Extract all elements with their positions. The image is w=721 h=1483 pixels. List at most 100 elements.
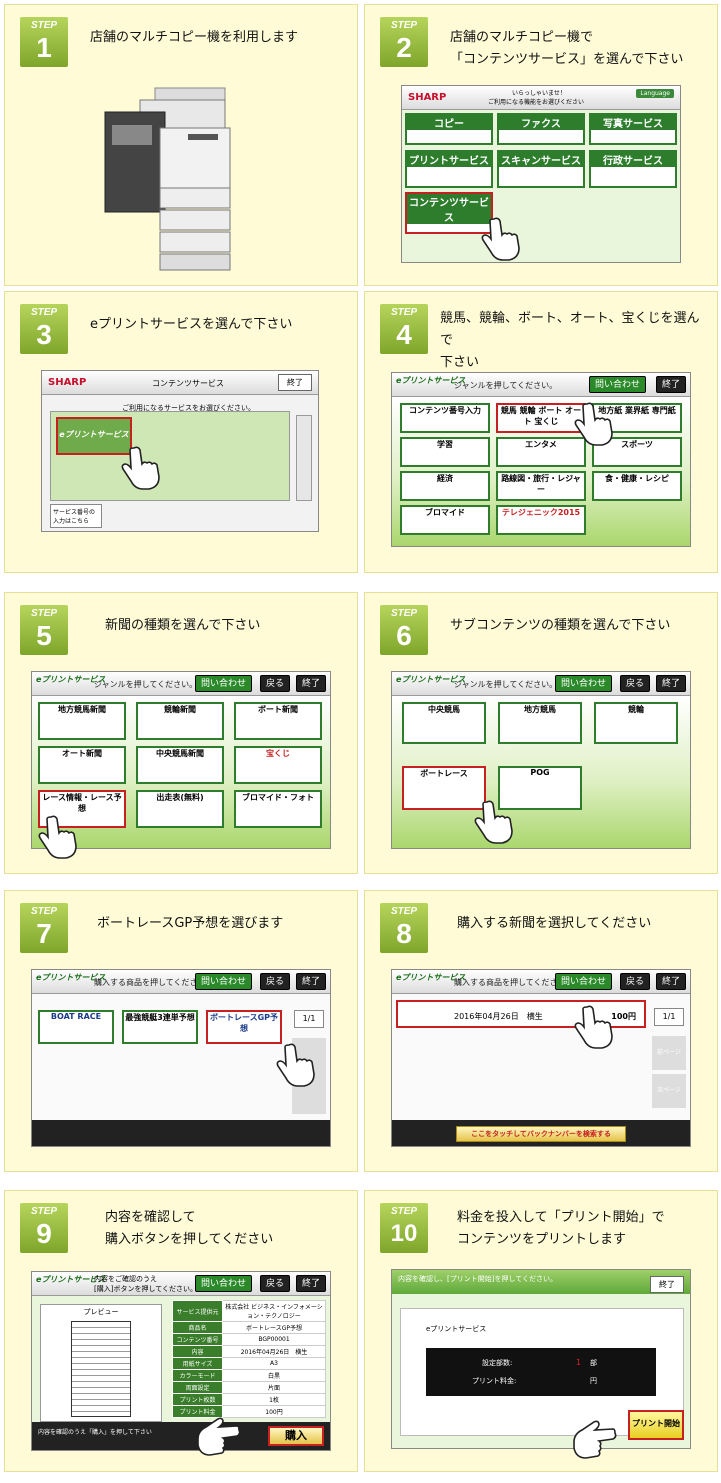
back-button[interactable]: 戻る (619, 973, 650, 990)
hand-pointer-icon (480, 215, 526, 261)
details-key: 用紙サイズ (172, 1357, 223, 1370)
tile-keirin[interactable]: 競輪 (594, 702, 678, 744)
print-start-button[interactable]: プリント開始 (628, 1410, 684, 1440)
preview-thumbnail (71, 1321, 131, 1417)
eprint-logo: eプリントサービス (36, 973, 106, 982)
s3-end-button[interactable]: 終了 (278, 374, 312, 391)
tile-pog[interactable]: POG (498, 766, 582, 810)
end-button[interactable]: 終了 (295, 973, 326, 990)
back-button[interactable]: 戻る (259, 973, 290, 990)
tile-local-horse-paper[interactable]: 地方競馬新聞 (38, 702, 126, 740)
tile-sports[interactable]: スポーツ (592, 437, 682, 467)
step-5-text: 新聞の種類を選んで下さい (105, 618, 261, 633)
details-table: サービス提供元株式会社 ビジネス・インフォメーション・テクノロジー商品名ボートレ… (172, 1300, 326, 1418)
inquiry-button[interactable]: 問い合わせ (554, 973, 612, 990)
details-key: 両面設定 (172, 1381, 223, 1394)
sharp-logo: SHARP (48, 377, 87, 388)
end-button[interactable]: 終了 (650, 1276, 684, 1293)
prev-page-button[interactable]: 前ページ (652, 1036, 686, 1070)
end-button[interactable]: 終了 (295, 675, 326, 692)
tile-content-number[interactable]: コンテンツ番号入力 (400, 403, 490, 433)
tile-boat-paper[interactable]: ボート新聞 (234, 702, 322, 740)
hand-pointer-icon (573, 1003, 619, 1049)
details-value: 1枚 (222, 1393, 326, 1406)
hand-pointer-icon (37, 813, 83, 859)
next-page-button[interactable]: 次ページ (652, 1074, 686, 1108)
inquiry-button[interactable]: 問い合わせ (554, 675, 612, 692)
back-button[interactable]: 戻る (259, 675, 290, 692)
s3-service-number-button[interactable]: サービス番号の入力はこちら (50, 504, 102, 528)
s2-language-button[interactable]: Language (636, 89, 674, 98)
details-value: 片面 (222, 1381, 326, 1394)
tile-contents[interactable]: コンテンツサービス (405, 192, 493, 234)
tile-fax[interactable]: ファクス (497, 113, 585, 145)
tile-print[interactable]: プリントサービス (405, 150, 493, 188)
tile-regional-papers[interactable]: 地方紙 業界紙 専門紙 (592, 403, 682, 433)
tile-bromide-photo[interactable]: ブロマイド・フォト (234, 790, 322, 828)
tile-central-horse-paper[interactable]: 中央競馬新聞 (136, 746, 224, 784)
s6-screen: eプリントサービス ジャンルを押してください。 問い合わせ 戻る 終了 中央競馬… (391, 671, 691, 849)
step-1-text: 店舗のマルチコピー機を利用します (90, 30, 299, 45)
backnumber-search-button[interactable]: ここをタッチしてバックナンバーを検索する (456, 1126, 626, 1142)
item-saikyo-kyotei[interactable]: 最強競艇3連単予想 (122, 1010, 198, 1044)
tile-telegenic[interactable]: テレジェニック2015 (496, 505, 586, 535)
s4-header: eプリントサービス ジャンルを押してください。 問い合わせ 終了 (392, 373, 690, 397)
inquiry-button[interactable]: 問い合わせ (588, 376, 646, 393)
end-button[interactable]: 終了 (295, 1275, 326, 1292)
buy-button[interactable]: 購入 (268, 1426, 324, 1446)
end-button[interactable]: 終了 (655, 675, 686, 692)
page-indicator: 1/1 (654, 1008, 684, 1026)
inquiry-button[interactable]: 問い合わせ (194, 973, 252, 990)
end-button[interactable]: 終了 (655, 376, 686, 393)
tile-entries-free[interactable]: 出走表(無料) (136, 790, 224, 828)
tile-boatrace[interactable]: ボートレース (402, 766, 486, 810)
s6-message: ジャンルを押してください。 (454, 680, 558, 689)
hand-pointer-icon (120, 444, 166, 490)
tile-admin[interactable]: 行政サービス (589, 150, 677, 188)
hand-pointer-icon (573, 1419, 619, 1465)
tile-copy[interactable]: コピー (405, 113, 493, 145)
tile-lottery[interactable]: 宝くじ (234, 746, 322, 784)
s3-scrollbar[interactable] (296, 415, 312, 501)
s7-header: eプリントサービス 購入する商品を押してください。 問い合わせ 戻る 終了 (32, 970, 330, 994)
tile-entertainment[interactable]: エンタメ (496, 437, 586, 467)
tile-travel[interactable]: 路線図・旅行・レジャー (496, 471, 586, 501)
tile-food[interactable]: 食・健康・レシピ (592, 471, 682, 501)
tile-gambling[interactable]: 競馬 競輪 ボート オート 宝くじ (496, 403, 586, 433)
s5-screen: eプリントサービス ジャンルを押してください。 問い合わせ 戻る 終了 地方競馬… (31, 671, 331, 849)
tile-auto-paper[interactable]: オート新聞 (38, 746, 126, 784)
s9-message2: [購入]ボタンを押してください。 (94, 1285, 198, 1293)
tile-keirin-paper[interactable]: 競輪新聞 (136, 702, 224, 740)
tile-scan[interactable]: スキャンサービス (497, 150, 585, 188)
s3-message: ご利用になるサービスをお選びください。 (122, 404, 255, 412)
tile-central-horse[interactable]: 中央競馬 (402, 702, 486, 744)
item-boatrace-gp[interactable]: ボートレースGP予想 (206, 1010, 282, 1044)
tile-learning[interactable]: 学習 (400, 437, 490, 467)
s10-service-label: eプリントサービス (426, 1325, 487, 1333)
inquiry-button[interactable]: 問い合わせ (194, 1275, 252, 1292)
tile-local-horse[interactable]: 地方競馬 (498, 702, 582, 744)
copy-count-value: 1 (576, 1358, 582, 1367)
inquiry-button[interactable]: 問い合わせ (194, 675, 252, 692)
back-button[interactable]: 戻る (619, 675, 650, 692)
s7-message: 購入する商品を押してください。 (94, 978, 214, 987)
tile-eprint[interactable]: eプリントサービス (56, 417, 132, 455)
s2-welcome2: ご利用になる機能をお選びください (488, 99, 585, 106)
end-button[interactable]: 終了 (655, 973, 686, 990)
back-button[interactable]: 戻る (259, 1275, 290, 1292)
tile-photo[interactable]: 写真サービス (589, 113, 677, 145)
s2-screen: SHARP いらっしゃいませ！ ご利用になる機能をお選びください Languag… (401, 85, 681, 263)
details-value: ボートレースGP予想 (222, 1321, 326, 1334)
tile-economy[interactable]: 経済 (400, 471, 490, 501)
tile-bromide[interactable]: ブロマイド (400, 505, 490, 535)
item-boat-race[interactable]: BOAT RACE (38, 1010, 114, 1044)
